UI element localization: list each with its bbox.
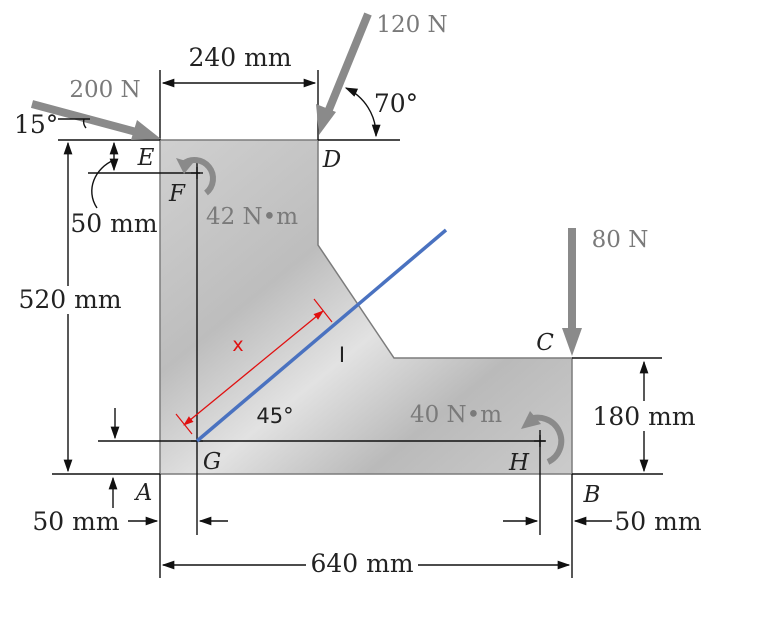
dim-640: 640 mm: [161, 548, 571, 578]
couple-40nm: 40 N•m: [410, 402, 565, 465]
force-80n-label: 80 N: [592, 227, 649, 253]
force-120n-angle: 70°: [374, 89, 418, 118]
point-h-label: H: [508, 450, 530, 476]
force-120n-label: 120 N: [376, 12, 447, 38]
force-80n: 80 N: [562, 227, 648, 356]
force-120n: 120 N 70°: [316, 12, 448, 138]
dim-50-f: 50 mm: [70, 141, 158, 238]
point-e-label: E: [137, 145, 155, 171]
dim-50-b: 50 mm: [503, 507, 702, 536]
i-label: I: [339, 343, 345, 367]
couple-40nm-label: 40 N•m: [410, 402, 502, 428]
dim-50-f-label: 50 mm: [70, 209, 157, 238]
point-f-label: F: [168, 181, 186, 207]
point-g-label: G: [203, 449, 221, 475]
dim-240-label: 240 mm: [188, 43, 291, 72]
extension-lines: [52, 70, 663, 578]
couple-42nm-label: 42 N•m: [206, 204, 298, 230]
point-b-label: B: [583, 482, 601, 508]
couple-42nm: 42 N•m: [176, 157, 298, 230]
dim-180-label: 180 mm: [592, 402, 695, 431]
dim-640-label: 640 mm: [310, 549, 413, 578]
dim-50-a: 50 mm: [32, 476, 228, 536]
dim-520-label: 520 mm: [18, 285, 121, 314]
dim-50-a-label: 50 mm: [32, 507, 119, 536]
l-plate: [159, 139, 573, 475]
section-angle-label: 45°: [256, 404, 293, 428]
point-c-label: C: [536, 330, 554, 356]
point-labels: E F D C G H A B: [134, 145, 601, 508]
dim-180: 180 mm: [590, 360, 698, 473]
point-a-label: A: [134, 480, 153, 506]
force-200n-label: 200 N: [69, 77, 140, 103]
dim-520: 520 mm: [16, 141, 126, 473]
force-200n-angle: 15°: [14, 110, 58, 139]
force-200n: 200 N 15°: [14, 77, 161, 140]
x-dimension: x: [175, 298, 333, 435]
x-label: x: [232, 334, 243, 356]
dim-240: 240 mm: [161, 43, 317, 88]
point-d-label: D: [322, 147, 341, 173]
dim-50-b-label: 50 mm: [614, 507, 701, 536]
